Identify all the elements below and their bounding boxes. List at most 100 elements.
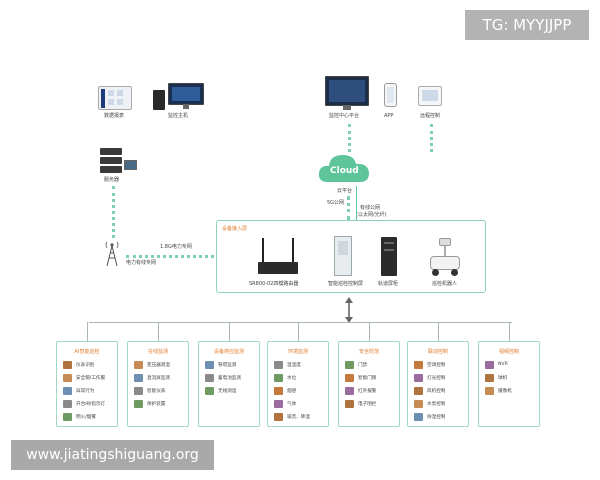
router-label: SR800-02四模路由器 xyxy=(249,281,299,287)
panel-item-label: 温湿度 xyxy=(287,362,301,368)
panel-item: 智能仪表 xyxy=(134,386,165,395)
panel-item: 球机 xyxy=(485,373,507,382)
panel-item-label: 除湿控制 xyxy=(427,414,446,420)
category-panel: 安全防范门禁智能门锁红外报警电子围栏 xyxy=(338,341,400,427)
panel-item: 铁塔监测 xyxy=(205,360,236,369)
device-icon xyxy=(274,373,283,382)
tree-drop-line xyxy=(87,322,88,341)
panel-item: 保护装置 xyxy=(134,399,165,408)
monitor-host-screen xyxy=(168,83,204,109)
net-5g-dots xyxy=(347,196,350,220)
panel-item: NVR xyxy=(485,360,508,369)
device-icon xyxy=(134,360,143,369)
panel-title: AI智能巡检 xyxy=(74,349,100,355)
device-icon xyxy=(345,399,354,408)
panel-item: 电子围栏 xyxy=(345,399,376,408)
panel-item-label: 开合闸/指示灯 xyxy=(76,401,106,407)
tree-drop-line xyxy=(229,322,230,341)
cloud-label: Cloud xyxy=(330,166,359,176)
panel-item: 风机控制 xyxy=(414,386,445,395)
device-icon xyxy=(63,399,72,408)
device-icon xyxy=(485,373,494,382)
panel-item: 红外报警 xyxy=(345,386,376,395)
access-layer-title: 设备接入层 xyxy=(222,226,248,232)
panel-title: 设备供应监测 xyxy=(213,349,244,355)
panel-title: 视频控制 xyxy=(498,349,519,355)
device-icon xyxy=(63,412,72,421)
panel-item: 安全帽/工作服 xyxy=(63,373,105,382)
panel-item-label: 异常行为 xyxy=(76,388,95,394)
cloud-icon xyxy=(316,150,372,186)
panel-item-label: 烟感 xyxy=(287,388,297,394)
cloud-platform-label: 云平台 xyxy=(337,188,353,194)
data-report-label: 数据报表 xyxy=(104,113,125,119)
panel-title: 安全防范 xyxy=(358,349,379,355)
power-link-dots xyxy=(126,255,214,258)
panel-item-label: 智能仪表 xyxy=(147,388,166,394)
panel-item-label: 摄像机 xyxy=(498,388,512,394)
device-icon xyxy=(274,399,283,408)
category-panel: 在线监测变压器测温直流屏监测智能仪表保护装置 xyxy=(127,341,189,427)
panel-item-label: 铁塔监测 xyxy=(218,362,237,368)
device-icon xyxy=(274,412,283,421)
device-icon xyxy=(414,412,423,421)
inspection-cabinet-icon xyxy=(334,236,352,276)
device-icon xyxy=(414,373,423,382)
device-icon xyxy=(485,386,494,395)
power-wired-label: 电力有线专网 xyxy=(126,260,157,266)
device-icon xyxy=(414,360,423,369)
server-dots xyxy=(112,186,115,238)
panel-item-label: 红外报警 xyxy=(358,388,377,394)
app-phone xyxy=(384,83,397,107)
device-icon xyxy=(274,386,283,395)
panel-item: 水泵控制 xyxy=(414,399,445,408)
monitor-host-tower xyxy=(153,90,165,110)
panel-item: 灯光控制 xyxy=(414,373,445,382)
rail-cabinet-icon xyxy=(381,237,397,276)
panel-item: 水位 xyxy=(274,373,296,382)
device-icon xyxy=(345,386,354,395)
panel-item-label: 电子围栏 xyxy=(358,401,377,407)
device-icon xyxy=(205,386,214,395)
category-panel: AI智能巡检仪表识别安全帽/工作服异常行为开合闸/指示灯明火/烟雾 xyxy=(56,341,118,427)
server-label: 服务器 xyxy=(104,177,120,183)
remote-control-label: 远程控制 xyxy=(420,113,441,119)
panel-title: 环境监测 xyxy=(287,349,308,355)
panel-item: 直流屏监测 xyxy=(134,373,170,382)
device-icon xyxy=(345,360,354,369)
device-icon xyxy=(205,373,214,382)
wired-public-label: 有线公网 xyxy=(360,205,381,211)
app-label: APP xyxy=(384,113,394,119)
tree-horizontal-line xyxy=(89,322,512,323)
panel-item-label: 智能门锁 xyxy=(358,375,377,381)
tree-drop-line xyxy=(509,322,510,341)
panel-item: 智能门锁 xyxy=(345,373,376,382)
panel-item: 变压器测温 xyxy=(134,360,170,369)
device-icon xyxy=(63,373,72,382)
router-icon xyxy=(258,238,298,276)
device-icon xyxy=(63,360,72,369)
device-icon xyxy=(485,360,494,369)
rail-cabinet-label: 轨道屏柜 xyxy=(378,281,399,287)
device-icon xyxy=(63,386,72,395)
panel-item-label: 灯光控制 xyxy=(427,375,446,381)
panel-item: 明火/烟雾 xyxy=(63,412,96,421)
panel-item: 空调控制 xyxy=(414,360,445,369)
panel-item-label: 噪音、降温 xyxy=(287,414,310,420)
watermark-top: TG: MYYJJPP xyxy=(465,10,589,40)
radio-tower-icon xyxy=(104,240,120,267)
category-panel: 设备供应监测铁塔监测蓄电池监测无线测温 xyxy=(198,341,260,427)
panel-item: 气体 xyxy=(274,399,296,408)
wired-public-line xyxy=(356,186,357,220)
category-panel: 环境监测温湿度水位烟感气体噪音、降温 xyxy=(267,341,329,427)
inspection-cabinet-label: 智能巡检控制屏 xyxy=(328,281,364,287)
panel-item: 门禁 xyxy=(345,360,367,369)
panel-item: 无线测温 xyxy=(205,386,236,395)
device-icon xyxy=(414,386,423,395)
tree-drop-line xyxy=(369,322,370,341)
panel-item-label: 变压器测温 xyxy=(147,362,170,368)
panel-item: 摄像机 xyxy=(485,386,512,395)
right-vert-dots xyxy=(430,124,433,152)
panel-item-label: 明火/烟雾 xyxy=(76,414,96,420)
panel-item-label: 球机 xyxy=(498,375,508,381)
